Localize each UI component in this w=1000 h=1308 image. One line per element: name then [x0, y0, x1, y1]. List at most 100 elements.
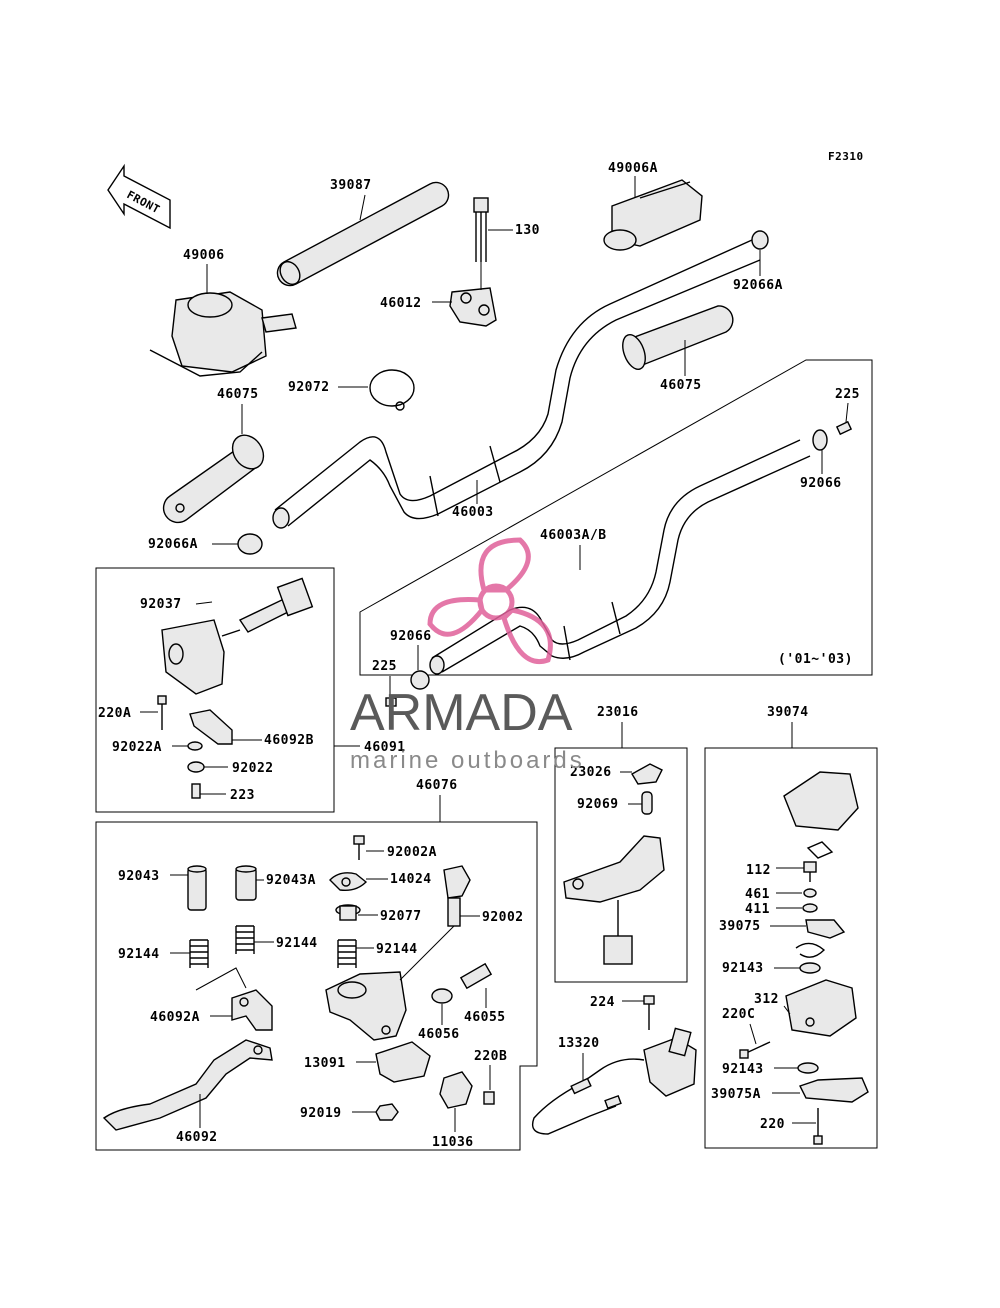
front-arrow-icon: FRONT: [107, 163, 171, 230]
switch-housing-49006A: [603, 179, 703, 251]
cap-92077: [335, 904, 361, 921]
armada-logo-icon: [427, 537, 553, 664]
end-cap-92066-mid: [410, 670, 430, 690]
bolt-130: [473, 197, 489, 262]
part-label-46055: 46055: [464, 1010, 506, 1025]
washer-92143-a: [799, 962, 821, 974]
part-label-220A: 220A: [98, 706, 131, 721]
part-label-92022A: 92022A: [112, 740, 162, 755]
part-label-46076: 46076: [416, 778, 458, 793]
part-label-92043: 92043: [118, 869, 160, 884]
part-label-92019: 92019: [300, 1106, 342, 1121]
grip-46075-left: [162, 434, 265, 524]
part-label-46003AB: 46003A/B: [540, 528, 607, 543]
grip-46075-right: [622, 305, 734, 370]
nut-46056: [431, 988, 453, 1004]
clamp-11036: [439, 1071, 473, 1109]
bracket-plate: [563, 835, 665, 965]
lever-holder: [325, 971, 407, 1041]
cap-23026: [631, 763, 663, 785]
washer-461: [803, 888, 817, 898]
part-label-224: 224: [590, 995, 615, 1010]
part-label-92143-b: 92143: [722, 1062, 764, 1077]
part-label-23016: 23016: [597, 705, 639, 720]
switch-cover-39074: [783, 771, 859, 831]
lever-46092: [102, 1039, 273, 1131]
part-label-46092: 46092: [176, 1130, 218, 1145]
bracket-box: [554, 747, 688, 983]
part-label-92069: 92069: [577, 797, 619, 812]
part-label-92072: 92072: [288, 380, 330, 395]
part-label-92066-right: 92066: [800, 476, 842, 491]
washer-92022: [187, 761, 205, 773]
part-label-46092A: 46092A: [150, 1010, 200, 1025]
part-label-220: 220: [760, 1117, 785, 1132]
cable-13320: [531, 1058, 645, 1135]
adjuster-46055: [459, 962, 493, 990]
clamp-92072: [369, 369, 415, 411]
screw-225-mid: [385, 697, 397, 707]
part-label-46075-left: 46075: [217, 387, 259, 402]
part-label-312: 312: [754, 992, 779, 1007]
part-label-14024: 14024: [390, 872, 432, 887]
part-label-39075: 39075: [719, 919, 761, 934]
part-label-92066A-left: 92066A: [148, 537, 198, 552]
end-cap-92066-right: [812, 429, 828, 451]
screw-225-right: [835, 420, 853, 436]
part-label-92143-a: 92143: [722, 961, 764, 976]
part-label-220B: 220B: [474, 1049, 507, 1064]
part-label-13320: 13320: [558, 1036, 600, 1051]
part-label-49006: 49006: [183, 248, 225, 263]
bracket-46092A: [231, 989, 273, 1031]
bolt-92002: [443, 865, 471, 927]
part-label-46092B: 46092B: [264, 733, 314, 748]
plate-39075: [805, 919, 846, 939]
part-label-39087: 39087: [330, 178, 372, 193]
clip-small: [806, 841, 834, 859]
plate-14024: [329, 872, 368, 892]
switch-unit: [643, 1027, 697, 1097]
part-label-46075-right: 46075: [660, 378, 702, 393]
part-label-46003: 46003: [452, 505, 494, 520]
pin-92043A: [235, 865, 257, 901]
handlebar-46003: [272, 239, 761, 529]
washer-92143-b: [797, 1062, 819, 1074]
part-label-220C: 220C: [722, 1007, 755, 1022]
end-cap-92066A-left: [237, 533, 263, 555]
clamp-13091: [375, 1041, 431, 1083]
watermark-brand: ARMADA: [350, 684, 573, 742]
end-cap-92066A-top: [751, 230, 769, 250]
part-label-92077: 92077: [380, 909, 422, 924]
screw-92002A: [353, 835, 365, 860]
washer-411: [802, 903, 818, 913]
part-label-39074: 39074: [767, 705, 809, 720]
date-note: ('01~'03): [778, 652, 853, 667]
right-switch-box: [704, 747, 878, 1149]
part-label-92043A: 92043A: [266, 873, 316, 888]
part-label-92002: 92002: [482, 910, 524, 925]
part-label-49006A: 49006A: [608, 161, 658, 176]
lever-assembly-box: [95, 821, 538, 1151]
screw-220B: [483, 1091, 495, 1105]
clamp-46012: [449, 287, 497, 327]
spring-clip: [795, 942, 826, 958]
screw-220C: [739, 1041, 771, 1059]
bulb-92069: [641, 791, 653, 815]
handlebar-46003AB: [429, 439, 811, 675]
part-label-46012: 46012: [380, 296, 422, 311]
screw-220A: [157, 695, 167, 730]
part-label-461: 461: [745, 887, 770, 902]
part-label-46056: 46056: [418, 1027, 460, 1042]
figure-code: F2310: [828, 150, 864, 163]
part-label-223: 223: [230, 788, 255, 803]
screw-220: [813, 1108, 823, 1145]
part-label-13091: 13091: [304, 1056, 346, 1071]
part-label-46091: 46091: [364, 740, 406, 755]
part-label-92144-c: 92144: [376, 942, 418, 957]
part-label-39075A: 39075A: [711, 1087, 761, 1102]
nut-92019: [375, 1103, 399, 1121]
screw-112: [803, 861, 817, 882]
part-label-92144-a: 92144: [118, 947, 160, 962]
spring-92144-a: [189, 939, 209, 968]
